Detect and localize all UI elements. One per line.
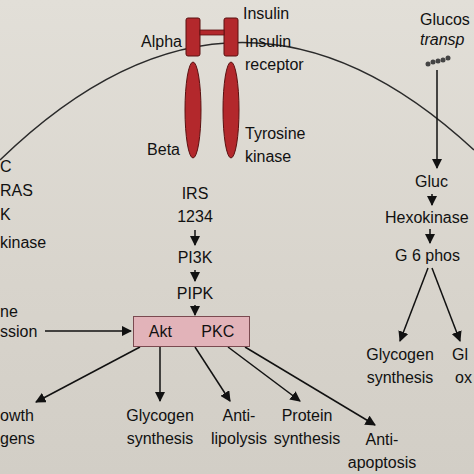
arrow	[436, 70, 438, 168]
pathway-label: Hexokinase	[385, 206, 474, 229]
pathway-label: Gluc	[415, 170, 474, 193]
pathway-label: Tyrosine kinase	[245, 122, 325, 168]
pathway-label: Anti- apoptosis	[340, 428, 424, 474]
beta-subunit	[185, 62, 201, 158]
arrow	[400, 268, 428, 341]
pathway-label: K	[0, 203, 30, 226]
pathway-label: ne	[0, 300, 40, 323]
alpha-subunit	[186, 18, 200, 56]
arrow	[432, 268, 460, 341]
transporter-dot	[436, 59, 441, 64]
arrow	[195, 347, 230, 401]
pathway-label: transp	[420, 28, 474, 51]
pathway-label: Anti- lipolysis	[203, 404, 275, 450]
pathway-label: Protein synthesis	[265, 404, 349, 450]
transporter-dot	[431, 60, 436, 65]
arrow	[194, 270, 196, 281]
pathway-label: ssion	[0, 320, 45, 343]
pathway-label: Insulin receptor	[245, 30, 325, 76]
pathway-label: Glucos	[420, 8, 474, 31]
kinase-name: PKC	[201, 322, 234, 342]
arrow	[194, 305, 196, 315]
pathway-label: Glycogen synthesis	[118, 404, 202, 450]
pathway-label: Beta	[120, 138, 180, 161]
pathway-label: G 6 phos	[395, 244, 474, 267]
cell-membrane	[0, 42, 474, 160]
arrow	[194, 230, 196, 245]
arrow	[45, 330, 131, 332]
pathway-label: Gl	[452, 343, 474, 366]
arrow	[431, 194, 433, 205]
glucose-transporter	[426, 56, 451, 67]
pathway-label: Insulin	[243, 2, 323, 25]
pathway-label: kinase	[0, 231, 70, 254]
kinase-box: Akt PKC	[133, 316, 250, 347]
pathway-label: Glycogen synthesis	[357, 343, 443, 389]
pathway-label: PI3K	[165, 246, 225, 269]
beta-subunit	[223, 62, 239, 158]
insulin-receptor	[185, 18, 239, 158]
pathway-label: gens	[0, 427, 50, 450]
pathway-label: Alpha	[110, 30, 182, 53]
pathway-label: PIPK	[165, 282, 225, 305]
arrow	[159, 347, 161, 401]
pathway-label: owth	[0, 404, 50, 427]
alpha-subunit	[224, 18, 238, 56]
arrow	[429, 229, 431, 243]
pathway-label: IRS 1234	[170, 182, 220, 228]
transporter-dot	[446, 56, 451, 61]
pathway-label: ox	[455, 366, 474, 389]
pathway-label: RAS	[0, 179, 50, 202]
alpha-link	[200, 30, 224, 35]
transporter-dot	[441, 58, 446, 63]
kinase-name: Akt	[149, 322, 172, 342]
pathway-label: C	[0, 155, 30, 178]
arrow	[36, 347, 140, 402]
transporter-dot	[426, 62, 431, 67]
